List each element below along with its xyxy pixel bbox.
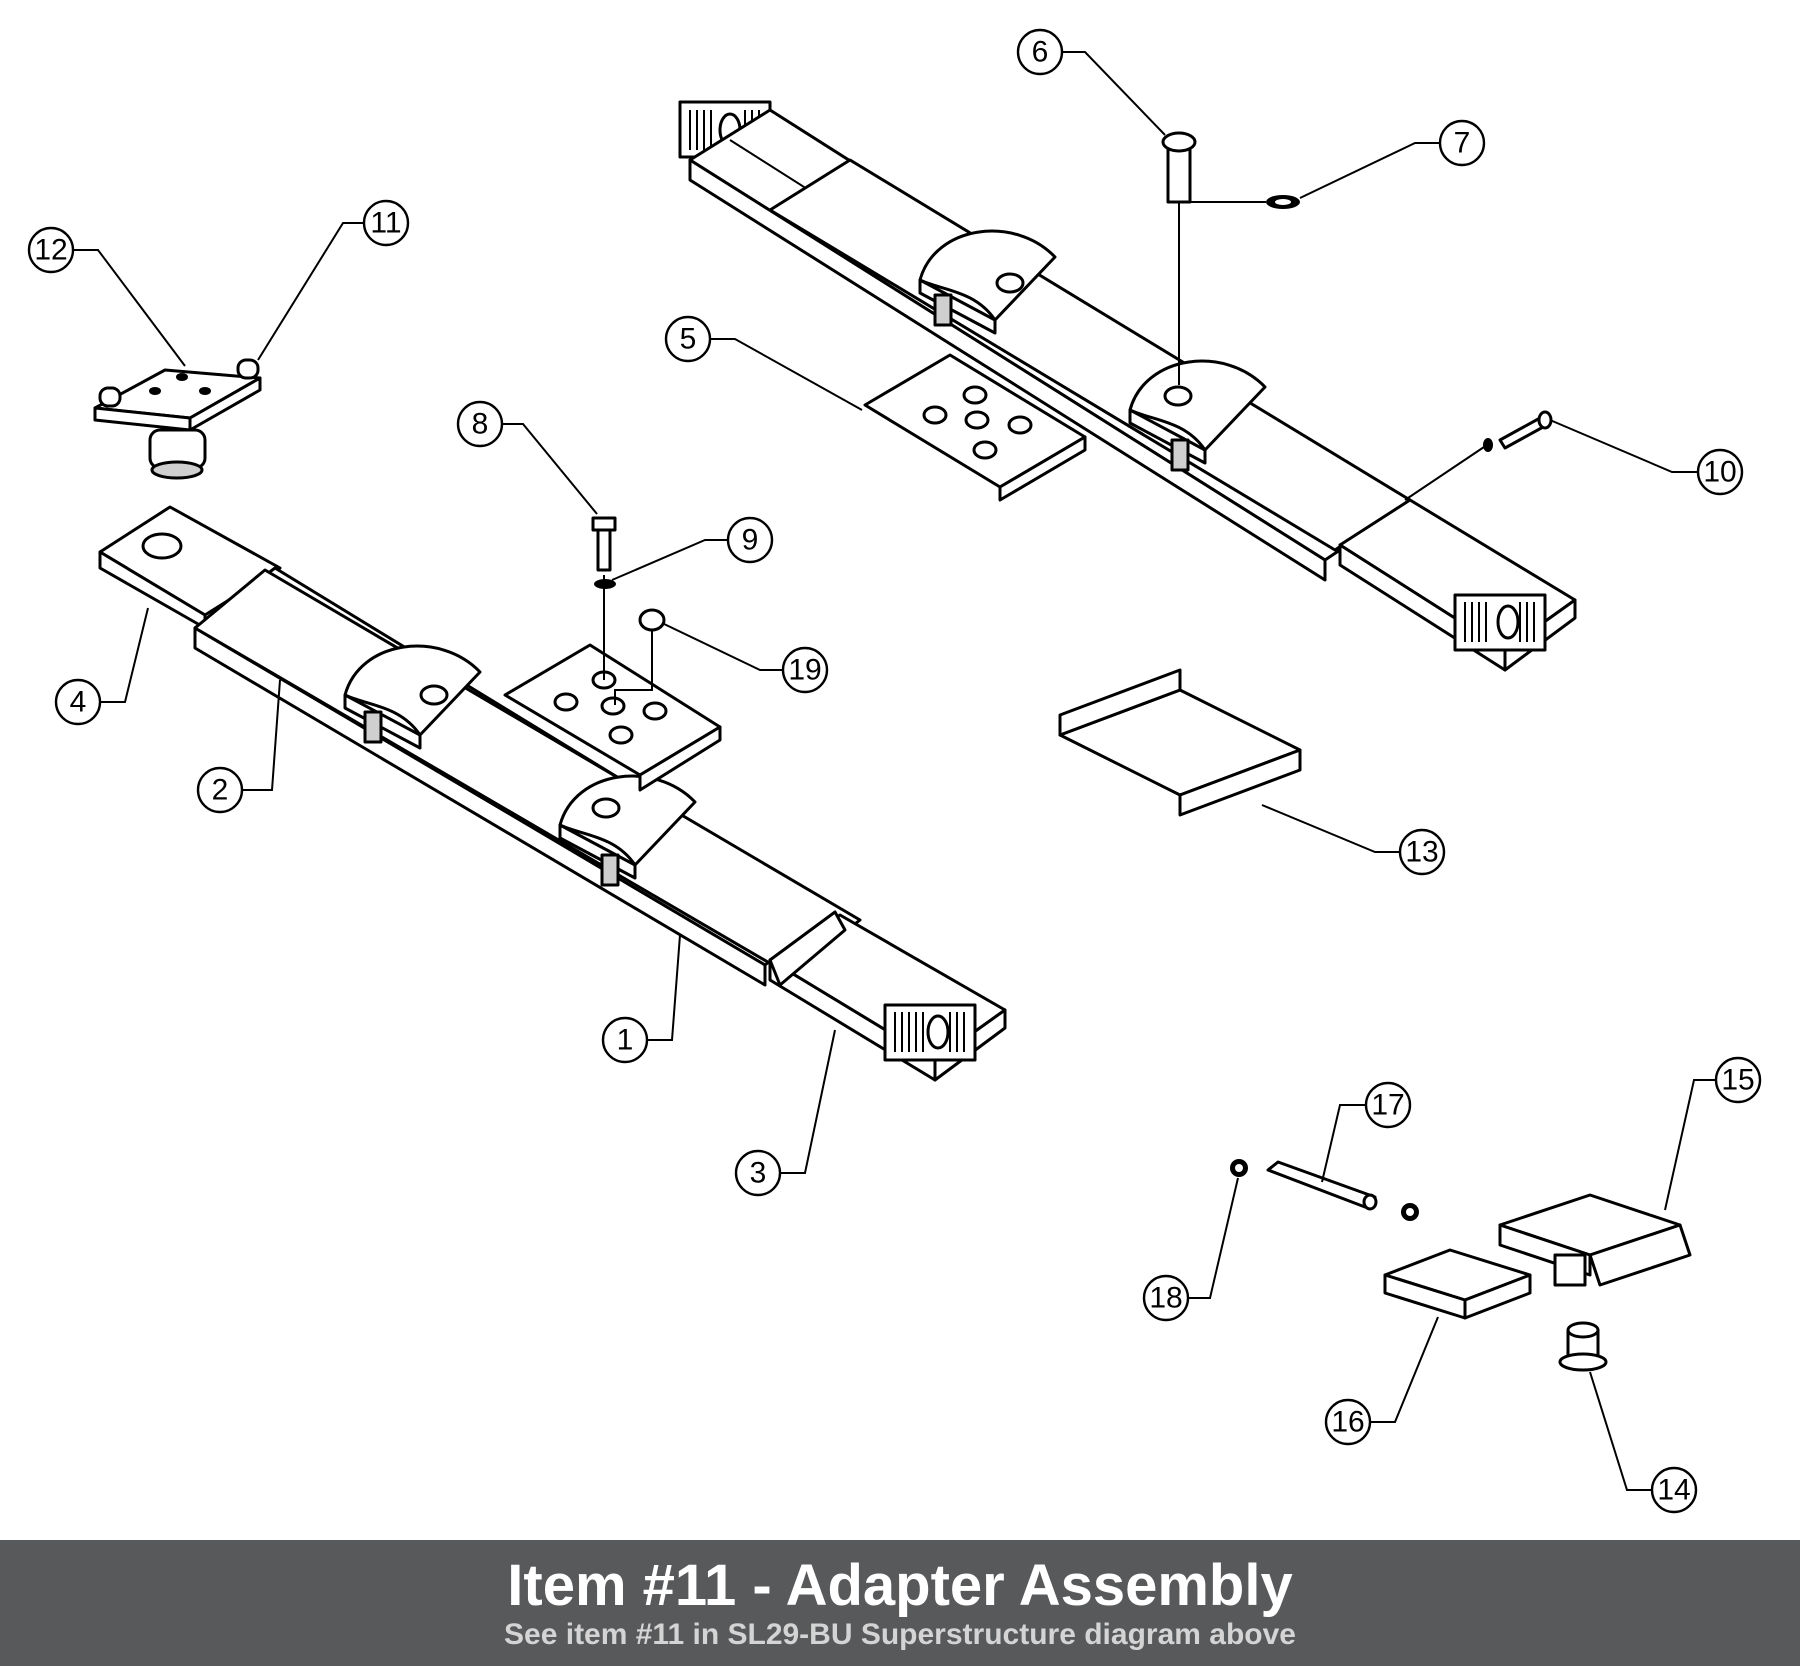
bolt-8 [591,516,617,680]
bolt-10 [1404,410,1553,501]
washer-9 [594,579,616,589]
callout-5: 5 [664,315,712,363]
leader-lines [73,51,1716,1491]
callout-2: 2 [196,766,244,814]
callout-10: 10 [1696,448,1744,496]
bushing-14 [1558,1321,1608,1372]
clips-18 [1230,1159,1419,1221]
svg-text:14: 14 [1657,1474,1690,1507]
svg-text:13: 13 [1405,836,1438,869]
svg-text:9: 9 [742,524,759,557]
callout-7: 7 [1438,119,1486,167]
lower-arm-assembly [98,505,1007,1082]
callout-19: 19 [781,646,829,694]
clamp-16 [1383,1248,1532,1320]
svg-text:8: 8 [472,408,489,441]
svg-text:4: 4 [70,686,87,719]
exploded-parts-diagram: 1 2 3 4 5 6 7 8 9 10 11 12 13 14 15 16 1… [27,28,1762,1514]
svg-text:10: 10 [1703,456,1736,489]
callout-17: 17 [1364,1081,1412,1129]
callout-16: 16 [1324,1398,1372,1446]
bracket-15 [1498,1193,1692,1287]
callout-13: 13 [1398,828,1446,876]
callout-11: 11 [362,199,410,247]
pin-6 [1161,131,1197,385]
callout-15: 15 [1714,1056,1762,1104]
callout-4: 4 [54,678,102,726]
cap-19 [614,608,666,705]
callout-18: 18 [1142,1274,1190,1322]
callout-9: 9 [726,516,774,564]
footer-banner: Item #11 - Adapter Assembly See item #11… [0,1540,1800,1666]
svg-text:5: 5 [680,323,697,356]
svg-text:15: 15 [1721,1064,1754,1097]
svg-text:17: 17 [1371,1089,1404,1122]
rod-17 [1266,1160,1378,1211]
svg-text:12: 12 [34,234,67,267]
footer-title: Item #11 - Adapter Assembly [507,1553,1293,1618]
svg-text:1: 1 [617,1024,634,1057]
svg-text:18: 18 [1149,1282,1182,1315]
tray-13 [1058,668,1302,817]
pad-adapter-11-12 [93,358,262,480]
svg-text:19: 19 [788,654,821,687]
svg-text:2: 2 [212,774,229,807]
callout-14: 14 [1650,1466,1698,1514]
svg-text:3: 3 [750,1157,767,1190]
footer-subtitle: See item #11 in SL29-BU Superstructure d… [504,1618,1296,1651]
callout-6: 6 [1016,28,1064,76]
svg-text:7: 7 [1454,127,1471,160]
callout-3: 3 [734,1149,782,1197]
upper-arm-assembly [678,100,1577,672]
callout-12: 12 [27,226,75,274]
washer-7 [1190,195,1300,209]
svg-text:16: 16 [1331,1406,1364,1439]
svg-text:6: 6 [1032,36,1049,69]
svg-text:11: 11 [370,207,401,240]
callout-8: 8 [456,400,504,448]
callout-1: 1 [601,1016,649,1064]
